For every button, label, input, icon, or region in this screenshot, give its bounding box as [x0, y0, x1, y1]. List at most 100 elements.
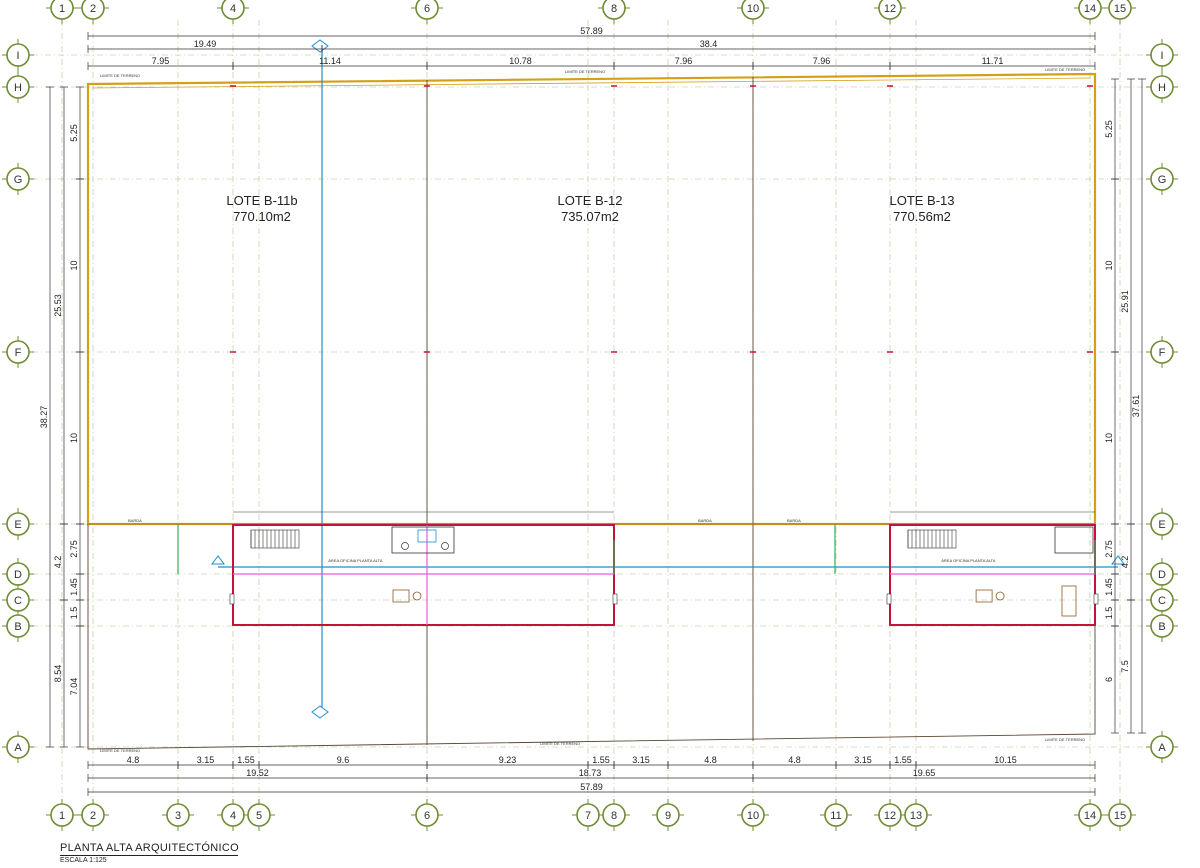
- dim-bottom-first-12: 10.15: [915, 755, 1096, 769]
- grid-bubble-left-A-circle: [6, 735, 30, 759]
- office-block-1-door-left: [229, 593, 235, 605]
- grid-bubble-right-H: H: [1146, 71, 1178, 103]
- grid-bubble-bottom-7-label: 7: [585, 810, 591, 822]
- grid-bubble-right-E-circle: [1150, 512, 1174, 536]
- grid-bubble-bottom-6-circle: [415, 803, 439, 827]
- dim-top-third-6: 11.71: [889, 56, 1096, 70]
- grid-bubble-bottom-15-circle: [1108, 803, 1132, 827]
- grid-bubble-right-G: G: [1146, 163, 1178, 195]
- dim-top-third-2-label: 11.14: [319, 56, 341, 66]
- dim-bottom-first-8-label: 4.8: [704, 755, 717, 765]
- office-block-2: ÁREA OFICINA PLANTA ALTA: [834, 511, 1099, 626]
- grid-bubble-top-4-label: 4: [230, 3, 236, 15]
- grid-bubble-bottom-1-circle: [50, 803, 74, 827]
- dim-right-middle-2: 4.2: [1120, 523, 1135, 601]
- office-block-2-area-label: ÁREA OFICINA PLANTA ALTA: [941, 558, 996, 563]
- dim-left-inner-3-label: 10: [69, 433, 79, 443]
- dim-right-inner-6-label: 1.5: [1104, 607, 1114, 620]
- dim-top-third-5: 7.96: [752, 56, 891, 70]
- dim-right-inner-1: 5.25: [1104, 78, 1119, 180]
- grid-bubble-bottom-5-label: 5: [256, 810, 262, 822]
- dim-left-middle-3: 8.54: [53, 599, 68, 748]
- dim-left-inner-5-label: 1.45: [69, 578, 79, 596]
- dim-bottom-second-2: 18.73: [426, 768, 754, 782]
- grid-bubble-bottom-2-label: 2: [90, 810, 96, 822]
- grid-bubble-bottom-3-label: 3: [175, 810, 181, 822]
- grid-bubble-left-E-circle: [6, 512, 30, 536]
- dim-top-third-4: 7.96: [613, 56, 754, 70]
- grid-bubble-right-B-label: B: [1158, 621, 1165, 633]
- grid-bubble-bottom-10-label: 10: [747, 810, 759, 822]
- dim-bottom-first-7: 3.15: [613, 755, 669, 769]
- dim-bottom-first-3-label: 1.55: [237, 755, 255, 765]
- dim-bottom-overall: 57.89: [87, 782, 1096, 796]
- grid-bubble-top-14-label: 14: [1084, 3, 1096, 15]
- grid-bubble-top-8: 8: [598, 0, 630, 24]
- grid-bubble-right-A-circle: [1150, 735, 1174, 759]
- boundary-label-5: LIMITE DE TERRENO: [540, 741, 580, 746]
- grid-bubble-top-1: 1: [46, 0, 78, 24]
- lot-name-1: LOTE B-11b: [226, 193, 297, 208]
- grid-bubble-top-6-circle: [415, 0, 439, 20]
- restroom-block-1: [391, 526, 455, 554]
- grid-bubble-left-H: H: [2, 71, 34, 103]
- office-block-1-desk: [392, 589, 410, 603]
- grid-bubble-bottom-14: 14: [1074, 799, 1106, 831]
- grid-bubble-top-8-label: 8: [611, 3, 617, 15]
- grid-bubble-top-14: 14: [1074, 0, 1106, 24]
- dim-right-inner-7-label: 6: [1104, 677, 1114, 682]
- grid-bubble-bottom-12-label: 12: [884, 810, 896, 822]
- fence-label-3: BARDA: [787, 518, 801, 523]
- dim-right-middle-1: 25.91: [1120, 78, 1135, 525]
- dim-left-inner-5: 1.45: [69, 573, 84, 601]
- dim-right-inner-2-label: 10: [1104, 260, 1114, 270]
- dim-right-inner-7: 6: [1104, 625, 1119, 734]
- dim-bottom-first-10: 3.15: [835, 755, 891, 769]
- dim-right-outer: 37.61: [1131, 78, 1146, 734]
- dim-left-middle-3-label: 8.54: [53, 665, 63, 683]
- dim-bottom-first-3: 1.55: [232, 755, 260, 769]
- grid-bubble-left-B-circle: [6, 614, 30, 638]
- grid-bubble-top-12: 12: [874, 0, 906, 24]
- grid-bubble-top-12-circle: [878, 0, 902, 20]
- dim-bottom-first-4-label: 9.6: [337, 755, 350, 765]
- dim-left-inner-3: 10: [69, 351, 84, 525]
- grid-bubble-bottom-10: 10: [737, 799, 769, 831]
- office-block-2-door-right: [1093, 593, 1099, 605]
- dim-top-second-1-label: 19.49: [194, 39, 217, 49]
- grid-bubble-right-I: I: [1146, 39, 1178, 71]
- dim-bottom-first-6: 1.55: [587, 755, 615, 769]
- dim-left-outer-label: 38.27: [39, 406, 49, 429]
- grid-bubble-bottom-14-circle: [1078, 803, 1102, 827]
- dim-bottom-second-1: 19.52: [87, 768, 428, 782]
- grid-bubble-top-1-circle: [50, 0, 74, 20]
- dim-bottom-first-11: 1.55: [889, 755, 917, 769]
- dim-bottom-first-11-label: 1.55: [894, 755, 912, 765]
- grid-bubble-bottom-2-circle: [81, 803, 105, 827]
- office-block-1-stair: [250, 529, 300, 549]
- dim-left-inner-2: 10: [69, 178, 84, 353]
- dim-right-inner-5: 1.45: [1104, 573, 1119, 601]
- grid-lines: [32, 20, 1170, 800]
- grid-bubble-left-I-circle: [6, 43, 30, 67]
- grid-bubble-left-A-label: A: [14, 742, 22, 754]
- dim-right-inner-5-label: 1.45: [1104, 578, 1114, 596]
- grid-bubble-right-E: E: [1146, 508, 1178, 540]
- lot-area-1: 770.10m2: [233, 209, 291, 224]
- dim-top-third-6-label: 11.71: [982, 56, 1004, 66]
- grid-bubble-bottom-13-circle: [904, 803, 928, 827]
- dim-bottom-first-4: 9.6: [258, 755, 428, 769]
- grid-bubble-left-G: G: [2, 163, 34, 195]
- section-marker-2: [311, 705, 329, 719]
- grid-bubble-right-F-circle: [1150, 340, 1174, 364]
- grid-bubble-left-E: E: [2, 508, 34, 540]
- restroom-block-2: [1054, 526, 1094, 554]
- grid-bubble-right-A-label: A: [1158, 742, 1166, 754]
- dim-top-third-4-label: 7.96: [675, 56, 693, 66]
- grid-bubble-right-E-label: E: [1158, 519, 1165, 531]
- grid-bubble-bottom-6-label: 6: [424, 810, 430, 822]
